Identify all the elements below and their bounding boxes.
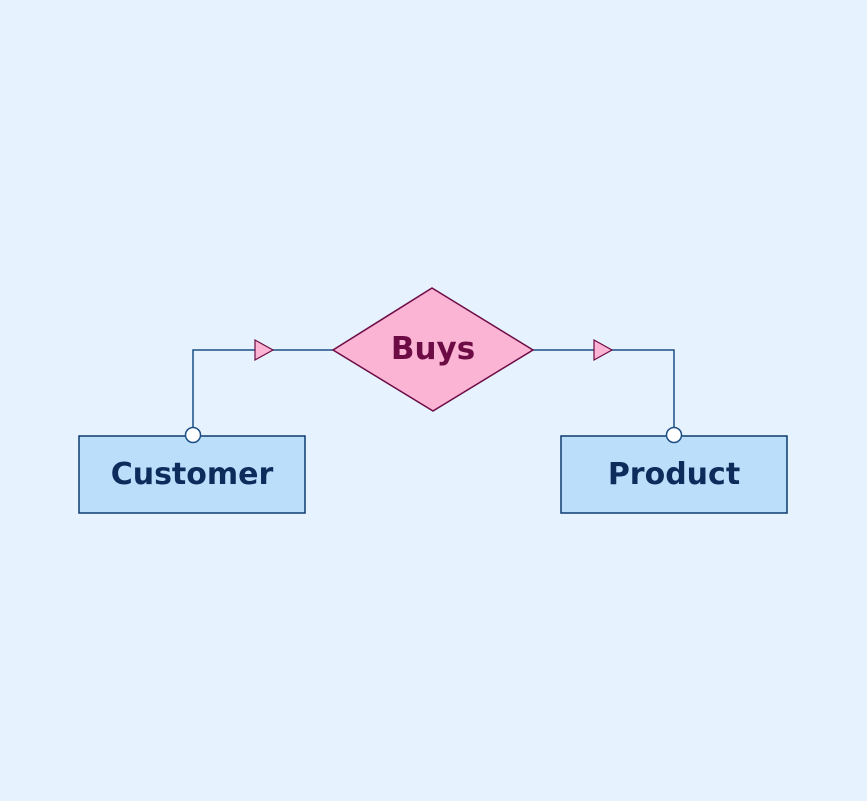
entity-label: Customer (111, 457, 274, 492)
connection-point-customer (184, 426, 202, 444)
entity-label: Product (608, 457, 740, 492)
connector-customer-buys (192, 349, 333, 435)
relationship-label: Buys (391, 331, 475, 367)
connection-point-product (665, 426, 683, 444)
arrow-marker-right (593, 338, 614, 362)
entity-customer[interactable]: Customer (78, 435, 306, 514)
relationship-buys[interactable]: Buys (331, 287, 535, 412)
arrow-marker-left (254, 338, 275, 362)
connector-buys-product (533, 349, 675, 435)
entity-product[interactable]: Product (560, 435, 788, 514)
